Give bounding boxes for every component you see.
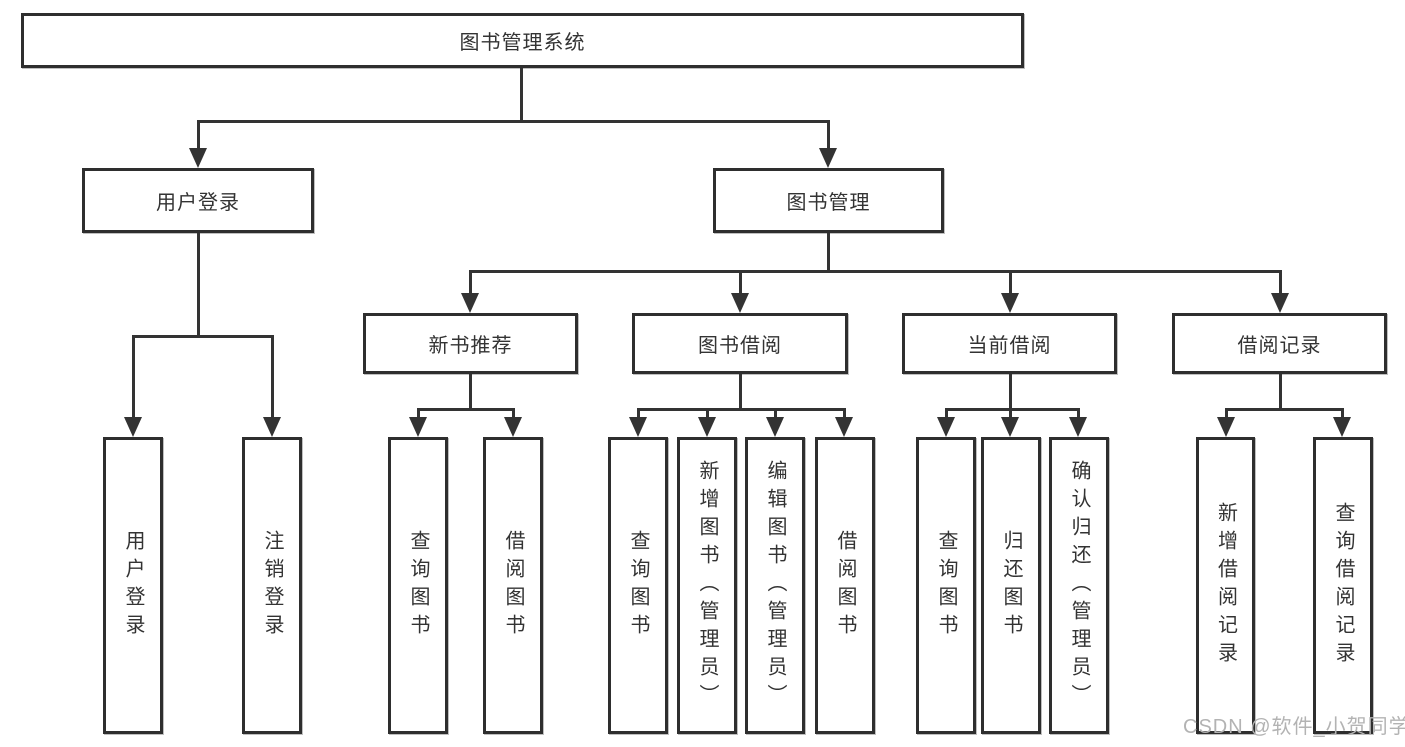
connector-line (827, 233, 830, 273)
connector-line (469, 374, 472, 411)
connector-line (637, 408, 846, 411)
connector-line (827, 120, 830, 152)
leaf-query-books: 查询图书 (388, 437, 448, 734)
leaf-return-books: 归还图书 (981, 437, 1041, 734)
leaf-query-books: 查询图书 (916, 437, 976, 734)
connector-line (1009, 374, 1012, 411)
leaf-label: 查询图书 (407, 529, 429, 642)
arrow-down-icon (731, 293, 749, 313)
arrow-down-icon (1001, 293, 1019, 313)
connector-line (706, 408, 709, 422)
csdn-watermark: CSDN @软件_小贺同学 (1183, 716, 1405, 738)
node-borrowing-records: 借阅记录 (1172, 313, 1387, 374)
connector-line (469, 270, 472, 297)
connector-line (1077, 408, 1080, 422)
leaf-edit-books-admin: 编辑图书（管理员） (745, 437, 805, 734)
arrow-down-icon (1001, 417, 1019, 437)
node-current-borrowing: 当前借阅 (902, 313, 1117, 374)
leaf-label: 借阅图书 (834, 529, 856, 642)
arrow-down-icon (1069, 417, 1087, 437)
leaf-query-books: 查询图书 (608, 437, 668, 734)
leaf-user-login: 用户登录 (103, 437, 163, 734)
arrow-down-icon (124, 417, 142, 437)
connector-line (469, 270, 1282, 273)
leaf-label: 借阅图书 (502, 529, 524, 642)
leaf-logout: 注销登录 (242, 437, 302, 734)
arrow-down-icon (504, 417, 522, 437)
node-user-login: 用户登录 (82, 168, 314, 233)
leaf-label: 查询借阅记录 (1332, 501, 1354, 670)
leaf-label: 注销登录 (261, 529, 283, 642)
leaf-add-books-admin: 新增图书（管理员） (677, 437, 737, 734)
connector-line (417, 408, 515, 411)
connector-line (843, 408, 846, 422)
connector-line (1279, 374, 1282, 411)
connector-line (197, 233, 200, 335)
connector-line (774, 408, 777, 422)
connector-line (945, 408, 948, 422)
arrow-down-icon (1217, 417, 1235, 437)
connector-line (945, 408, 1080, 411)
leaf-label: 查询图书 (935, 529, 957, 642)
node-library-management-system: 图书管理系统 (21, 13, 1024, 68)
node-new-book-recommendation: 新书推荐 (363, 313, 578, 374)
connector-line (197, 120, 830, 123)
arrow-down-icon (461, 293, 479, 313)
connector-line (739, 374, 742, 411)
leaf-label: 归还图书 (1000, 529, 1022, 642)
connector-line (1341, 408, 1344, 422)
leaf-borrow-books: 借阅图书 (483, 437, 543, 734)
connector-line (132, 335, 135, 421)
leaf-label: 编辑图书（管理员） (764, 459, 786, 712)
arrow-down-icon (189, 148, 207, 168)
leaf-confirm-return-admin: 确认归还（管理员） (1049, 437, 1109, 734)
arrow-down-icon (835, 417, 853, 437)
leaf-add-borrow-record: 新增借阅记录 (1196, 437, 1255, 734)
connector-line (512, 408, 515, 422)
leaf-borrow-books: 借阅图书 (815, 437, 875, 734)
connector-line (520, 68, 523, 122)
connector-line (1009, 408, 1012, 422)
leaf-query-borrow-record: 查询借阅记录 (1313, 437, 1373, 734)
connector-line (739, 270, 742, 297)
connector-line (197, 120, 200, 152)
connector-line (1009, 270, 1012, 297)
arrow-down-icon (766, 417, 784, 437)
arrow-down-icon (937, 417, 955, 437)
arrow-down-icon (263, 417, 281, 437)
node-book-management: 图书管理 (713, 168, 944, 233)
connector-line (417, 408, 420, 422)
node-book-borrowing: 图书借阅 (632, 313, 848, 374)
connector-line (637, 408, 640, 422)
arrow-down-icon (1271, 293, 1289, 313)
connector-line (1225, 408, 1344, 411)
leaf-label: 确认归还（管理员） (1068, 459, 1090, 712)
connector-line (132, 335, 274, 338)
connector-line (1225, 408, 1228, 422)
leaf-label: 用户登录 (122, 529, 144, 642)
arrow-down-icon (629, 417, 647, 437)
connector-line (1279, 270, 1282, 297)
connector-line (271, 335, 274, 421)
arrow-down-icon (698, 417, 716, 437)
leaf-label: 查询图书 (627, 529, 649, 642)
leaf-label: 新增借阅记录 (1214, 501, 1237, 670)
leaf-label: 新增图书（管理员） (696, 459, 718, 712)
arrow-down-icon (409, 417, 427, 437)
arrow-down-icon (819, 148, 837, 168)
arrow-down-icon (1333, 417, 1351, 437)
